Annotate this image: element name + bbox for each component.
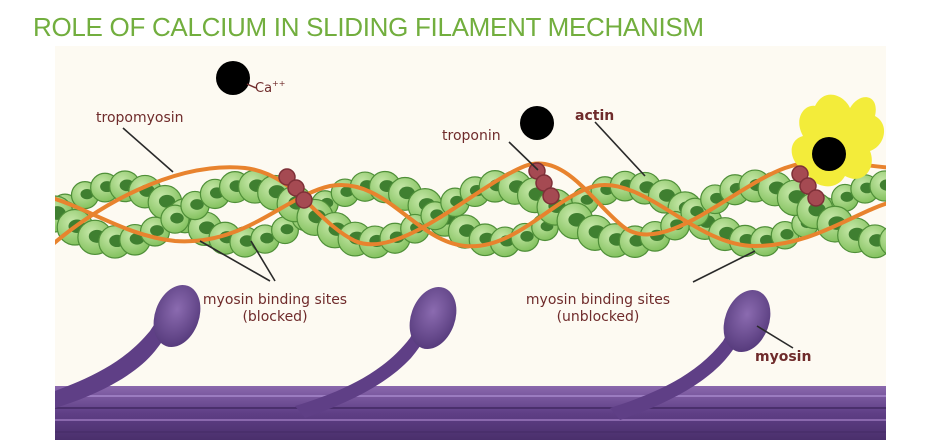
myosin-head-2 (295, 287, 457, 418)
actin-bead-core (580, 194, 594, 205)
calcium-ion-free (216, 61, 250, 95)
actin-bead-core (80, 188, 94, 200)
actin-bead (869, 170, 886, 202)
actin-bead-core (150, 225, 164, 237)
tropomyosin-strand (55, 159, 886, 249)
binding-sites-unblocked-sublabel: (unblocked) (557, 309, 640, 325)
troponin-complex-middle (528, 162, 560, 205)
troponin-label: troponin (442, 128, 501, 144)
binding-sites-blocked-sublabel: (blocked) (242, 309, 307, 325)
tropomyosin-label: tropomyosin (96, 110, 184, 126)
actin-bead-core (170, 212, 184, 224)
actin-bead-core (260, 232, 274, 244)
actin-bead-core (780, 229, 794, 240)
binding-sites-blocked-label: myosin binding sites (203, 292, 347, 308)
actin-bead-core (158, 194, 176, 208)
actin-bead-core (840, 191, 854, 202)
actin-bead-core (879, 179, 886, 191)
actin-bead-core (520, 231, 534, 242)
sliding-filament-diagram: Ca++ tropomyosin troponin actin myosin b… (55, 46, 886, 440)
page-title: ROLE OF CALCIUM IN SLIDING FILAMENT MECH… (33, 12, 704, 42)
myosin-head-3 (610, 290, 771, 420)
actin-bead (878, 227, 886, 255)
troponin-complex-left (278, 168, 313, 209)
calcium-ion-bound (812, 137, 846, 171)
myosin-thick-filament (55, 386, 886, 440)
calcium-label: Ca++ (255, 79, 285, 96)
myosin-label: myosin (755, 349, 811, 365)
actin-bead-core (280, 224, 294, 235)
calcium-ion-middle (520, 106, 554, 140)
binding-sites-unblocked-label: myosin binding sites (526, 292, 670, 308)
diagram-panel: Ca++ tropomyosin troponin actin myosin b… (55, 46, 886, 440)
troponin-complex-right (791, 165, 825, 207)
actin-bead-core (760, 234, 774, 246)
leader-lines (122, 121, 794, 349)
actin-bead-core (710, 192, 724, 204)
actin-bead-core (190, 199, 204, 210)
myosin-head-1 (55, 285, 201, 408)
actin-label: actin (575, 108, 614, 124)
